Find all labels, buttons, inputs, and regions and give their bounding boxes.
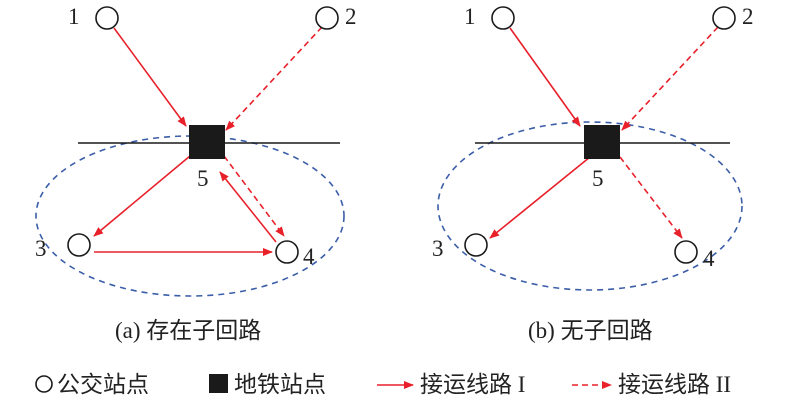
- panel-a-edge-5-to-3: [93, 155, 191, 237]
- panel-a-bus-stop-3: [67, 233, 91, 257]
- panel-b-bus-stop-2: [712, 6, 736, 30]
- panel-a-edge-2-to-5: [225, 26, 323, 131]
- panel-b-caption: (b) 无子回路: [528, 318, 653, 343]
- panel-a-bus-stop-4: [275, 240, 299, 264]
- panel-a-bus-stop-2: [315, 6, 339, 30]
- panel-b-region-ellipse: [437, 121, 743, 291]
- panel-a-label-1: 1: [68, 4, 80, 29]
- panel-b-bus-stop-4: [674, 240, 698, 264]
- panel-a-edge-5-to-4: [223, 155, 285, 237]
- legend-route-2-label: 接运线路 II: [618, 372, 731, 397]
- legend-metro-station-label: 地铁站点: [234, 372, 326, 397]
- panel-a-bus-stop-1: [95, 6, 119, 30]
- legend: 公交站点 地铁站点 接运线路 I 接运线路 II: [35, 372, 731, 397]
- panel-b-bus-stop-1: [491, 6, 515, 30]
- panel-b: 1 2 3 4 5 (b) 无子回路: [432, 4, 754, 343]
- panel-a-label-2: 2: [345, 4, 357, 29]
- legend-metro-station-icon: [209, 374, 228, 393]
- panel-a-edge-4-to-5: [219, 171, 277, 243]
- panel-a-metro-station-5: [189, 125, 225, 159]
- legend-bus-stop-icon: [35, 375, 53, 393]
- panel-b-label-1: 1: [464, 4, 476, 29]
- panel-b-label-5: 5: [592, 166, 604, 191]
- panel-b-edge-1-to-5: [509, 27, 581, 127]
- panel-b-label-3: 3: [432, 236, 444, 261]
- panel-a-label-4: 4: [303, 244, 315, 269]
- panel-a-label-5: 5: [197, 166, 209, 191]
- panel-b-edge-5-to-3: [489, 156, 591, 239]
- panel-a: 1 2 3 4 5 (a) 存在子回路: [35, 4, 357, 343]
- panel-b-label-4: 4: [703, 246, 715, 271]
- legend-bus-stop-label: 公交站点: [57, 372, 149, 397]
- panel-b-metro-station-5: [584, 125, 620, 159]
- legend-route-1-label: 接运线路 I: [420, 372, 525, 397]
- panel-a-region-ellipse: [35, 135, 345, 297]
- panel-a-label-3: 3: [35, 236, 47, 261]
- panel-b-edge-5-to-4: [619, 156, 683, 239]
- panel-b-label-2: 2: [742, 4, 754, 29]
- panel-a-caption: (a) 存在子回路: [115, 318, 261, 343]
- panel-b-edge-2-to-5: [621, 26, 719, 131]
- panel-b-bus-stop-3: [464, 233, 488, 257]
- panel-a-edge-1-to-5: [113, 27, 187, 127]
